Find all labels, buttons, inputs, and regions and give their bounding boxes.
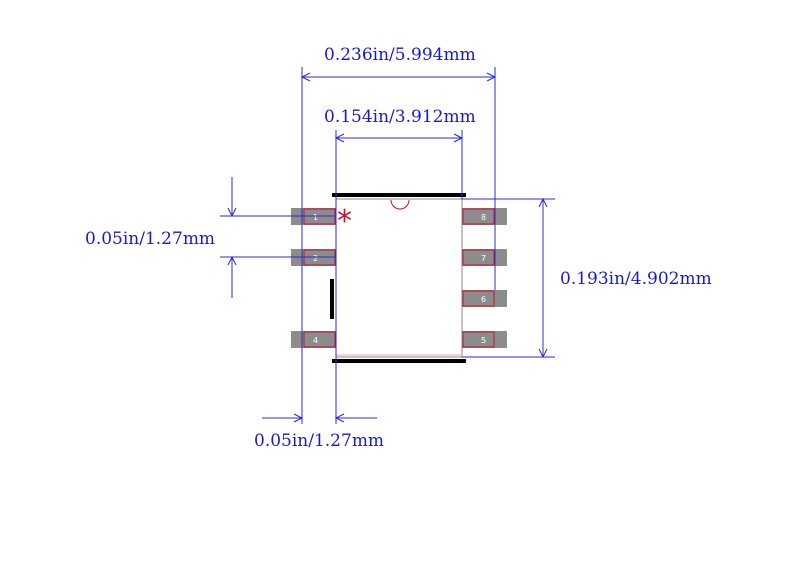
pin1-notch [390, 199, 410, 210]
pad-4: 4 [291, 331, 336, 348]
dimension-body-length: 0.193in/4.902mm [462, 197, 712, 359]
dimension-overall-width: 0.236in/5.994mm [300, 45, 497, 424]
pitch-vertical-label: 0.05in/1.27mm [85, 229, 215, 249]
pad-5: 5 [462, 331, 507, 348]
silkscreen [330, 193, 466, 363]
right-pads: 8 7 6 5 [462, 208, 507, 348]
pad-6: 6 [462, 290, 507, 307]
silkscreen-bottom-bar [332, 359, 466, 363]
silkscreen-pin-indicator [330, 279, 334, 319]
pad-6-label: 6 [481, 295, 486, 304]
pad-4-label: 4 [313, 336, 318, 345]
pad-1-label: 1 [313, 213, 318, 222]
pitch-horizontal-label: 0.05in/1.27mm [254, 431, 384, 451]
dimension-pitch-horizontal: 0.05in/1.27mm [254, 413, 384, 451]
pad-8: 8 [462, 208, 507, 225]
dimension-pitch-vertical: 0.05in/1.27mm [85, 177, 336, 298]
pad-8-label: 8 [481, 213, 486, 222]
pad-2-label: 2 [313, 254, 318, 263]
package-body [335, 198, 463, 358]
pad-5-label: 5 [481, 336, 486, 345]
pad-7-label: 7 [481, 254, 486, 263]
body-width-label: 0.154in/3.912mm [324, 107, 476, 127]
dimension-body-width: 0.154in/3.912mm [324, 107, 476, 424]
overall-width-label: 0.236in/5.994mm [324, 45, 476, 65]
left-pads: 1 2 4 [291, 208, 336, 348]
body-length-label: 0.193in/4.902mm [560, 269, 712, 289]
pad-7: 7 [462, 249, 507, 266]
silkscreen-top-bar [332, 193, 466, 197]
pin1-marker-icon: * [337, 204, 352, 239]
